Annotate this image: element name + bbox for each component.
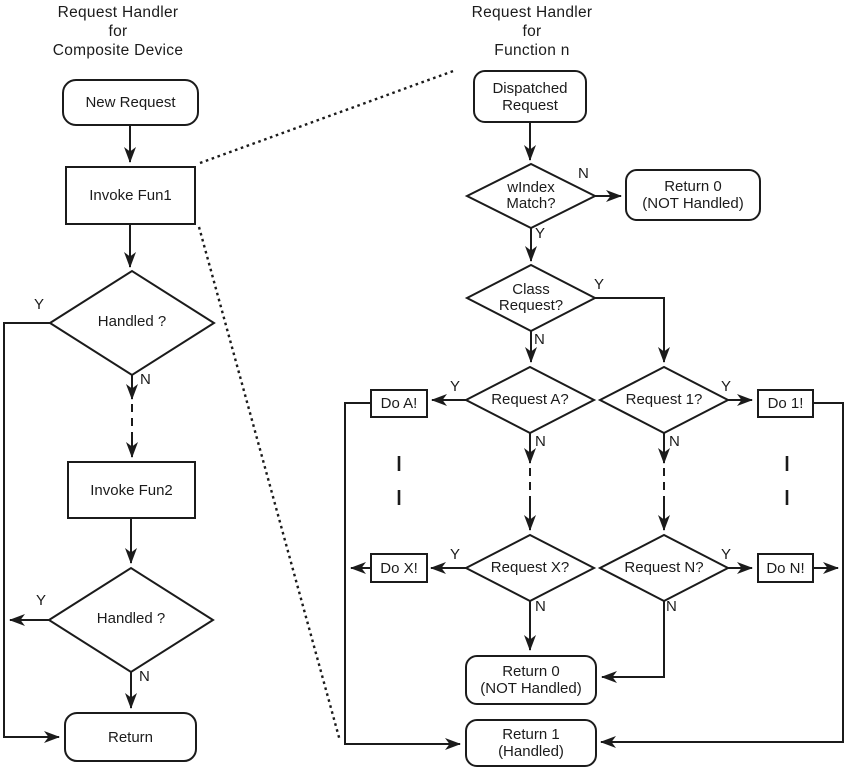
request-x-no-label: N	[535, 598, 546, 615]
do-n-node: Do N!	[757, 553, 814, 583]
left-chart-title: Request Handler for Composite Device	[52, 4, 184, 59]
request-a-no-label: N	[535, 433, 546, 450]
return-node: Return	[64, 712, 197, 762]
class-no-label: N	[534, 331, 545, 348]
request-a-diamond	[466, 367, 594, 433]
handled1-diamond	[50, 271, 214, 375]
class-yes-label: Y	[594, 276, 605, 293]
edge-requestn-no	[601, 601, 664, 683]
dotted-leader-top	[200, 70, 456, 163]
handled1-yes-label: Y	[34, 296, 45, 313]
dotted-leader-bottom	[199, 227, 340, 741]
edge-handled1-yes-loop	[4, 323, 60, 743]
do-x-node: Do X!	[370, 553, 428, 583]
edge-class-yes	[595, 298, 670, 363]
invoke-fun2-node: Invoke Fun2	[67, 461, 196, 519]
return0-bottom-node: Return 0 (NOT Handled)	[465, 655, 597, 705]
class-request-diamond	[467, 265, 595, 331]
handled2-yes-label: Y	[36, 592, 47, 609]
request-1-yes-label: Y	[721, 378, 732, 395]
return1-node: Return 1 (Handled)	[465, 719, 597, 767]
dispatched-request-node: Dispatched Request	[473, 70, 587, 123]
request-n-diamond	[600, 535, 728, 601]
handled2-diamond	[49, 568, 213, 672]
edge-doa-to-return1	[345, 403, 461, 750]
request-x-diamond	[466, 535, 594, 601]
request-n-no-label: N	[666, 598, 677, 615]
new-request-node: New Request	[62, 79, 199, 126]
edge-do1-to-return1	[600, 403, 843, 748]
windex-match-diamond	[467, 164, 595, 228]
request-1-no-label: N	[669, 433, 680, 450]
windex-yes-label: Y	[535, 225, 546, 242]
request-x-yes-label: Y	[450, 546, 461, 563]
do-a-node: Do A!	[370, 389, 428, 418]
do-1-node: Do 1!	[757, 389, 814, 418]
request-a-yes-label: Y	[450, 378, 461, 395]
windex-no-label: N	[578, 165, 589, 182]
handled2-no-label: N	[139, 668, 150, 685]
invoke-fun1-node: Invoke Fun1	[65, 166, 196, 225]
return0-top-node: Return 0 (NOT Handled)	[625, 169, 761, 221]
handled1-no-label: N	[140, 371, 151, 388]
request-1-diamond	[600, 367, 728, 433]
request-n-yes-label: Y	[721, 546, 732, 563]
right-chart-title: Request Handler for Function n	[471, 4, 593, 59]
